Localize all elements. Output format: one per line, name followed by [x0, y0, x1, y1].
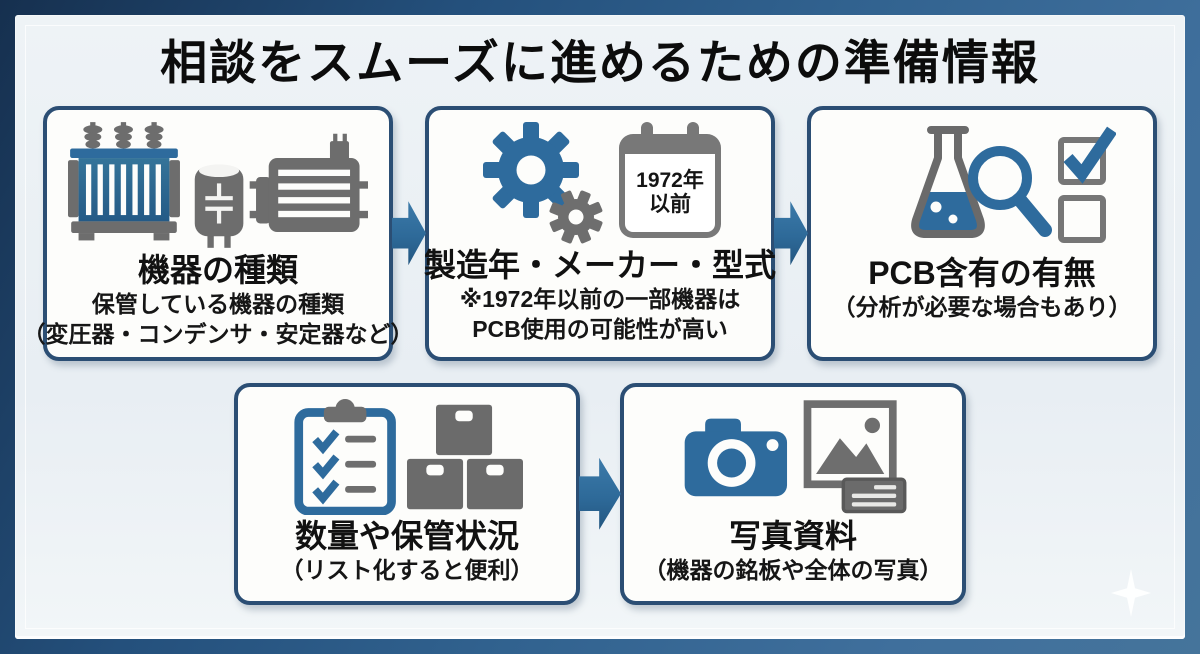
small-gear-icon	[549, 190, 603, 244]
content-panel: 相談をスムーズに進めるための準備情報	[15, 15, 1185, 639]
clipboard-checklist-icon	[294, 398, 396, 515]
transformer-icon	[68, 121, 180, 241]
card-equipment-type: 機器の種類 保管している機器の種類 （変圧器・コンデンサ・安定器など）	[23, 105, 414, 361]
photo-icons-svg	[684, 399, 907, 513]
arrow-right-icon	[392, 201, 426, 266]
quantity-icons	[281, 398, 533, 515]
capacitor-icon	[194, 164, 244, 248]
large-gear-icon	[483, 121, 579, 218]
calendar-icon: 1972年 以前	[619, 121, 721, 238]
card-photo-material: 写真資料 （機器の銘板や全体の写真）	[620, 382, 966, 605]
card-sub-manufacture-2: PCB使用の可能性が高い	[472, 316, 728, 343]
card-title-equipment: 機器の種類	[137, 251, 298, 288]
equipment-icons	[68, 121, 368, 249]
photo-icons	[660, 399, 926, 515]
pcb-icons-svg	[911, 125, 1116, 243]
magnifier-icon	[968, 145, 1052, 237]
card-title-manufacture: 製造年・メーカー・型式	[424, 246, 777, 283]
motor-icon	[249, 133, 368, 232]
quantity-icons-svg	[294, 398, 523, 515]
manufacture-icons: 1972年 以前	[479, 121, 721, 244]
card-title-photo: 写真資料	[728, 517, 857, 554]
card-sub-manufacture-1: ※1972年以前の一部機器は	[459, 286, 741, 313]
checkboxes-icon	[1058, 126, 1116, 243]
card-title-quantity: 数量や保管状況	[294, 517, 519, 554]
card-quantity-storage: 数量や保管状況 （リスト化すると便利）	[234, 382, 580, 605]
card-sub-photo-1: （機器の銘板や全体の写真）	[643, 557, 943, 584]
top-row: 機器の種類 保管している機器の種類 （変圧器・コンデンサ・安定器など）	[15, 105, 1185, 361]
card-sub-equipment-2: （変圧器・コンデンサ・安定器など）	[22, 321, 414, 348]
pcb-icons	[848, 122, 1116, 252]
page-title: 相談をスムーズに進めるための準備情報	[160, 36, 1040, 89]
calendar-ring-icon	[641, 121, 653, 148]
card-sub-pcb-1: （分析が必要な場合もあり）	[832, 294, 1132, 321]
card-title-pcb: PCB含有の有無	[868, 254, 1096, 291]
calendar-ring-icon	[687, 121, 699, 148]
calendar-year-label: 1972年	[636, 168, 704, 192]
bottom-row: 数量や保管状況 （リスト化すると便利）	[15, 382, 1185, 605]
camera-icon	[684, 418, 788, 496]
gears-icon	[483, 121, 603, 244]
calendar-before-label: 以前	[649, 192, 691, 216]
card-pcb-content: PCB含有の有無 （分析が必要な場合もあり）	[807, 105, 1157, 361]
card-sub-quantity-1: （リスト化すると便利）	[280, 557, 534, 584]
photo-icon	[803, 399, 897, 488]
nameplate-icon	[841, 477, 907, 513]
arrow-right-icon	[579, 457, 621, 530]
card-sub-equipment-1: 保管している機器の種類	[91, 291, 345, 318]
storage-boxes-icon	[407, 404, 523, 509]
flask-icon	[911, 125, 985, 238]
card-manufacture-info: 1972年 以前 製造年・メーカー・型式 ※1972年以前の一部機器は PCB使…	[424, 105, 777, 361]
equipment-icons-svg	[68, 121, 368, 248]
arrow-right-icon	[774, 201, 808, 266]
